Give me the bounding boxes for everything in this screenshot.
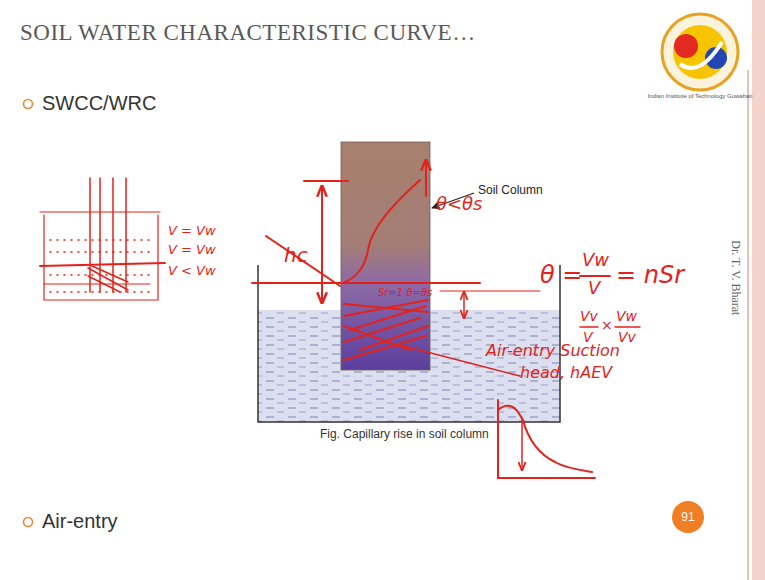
side-band [752,0,765,580]
handwritten-note: θ<θs [436,194,483,215]
handwritten-note: V = Vw [168,243,216,258]
side-rule [747,70,749,580]
handwritten-equation: Vv [580,308,598,324]
figure-label: Soil Column [478,184,543,198]
handwritten-equation: θ = [540,262,582,290]
handwritten-equation: Vw [582,250,609,271]
handwritten-equation: V [588,278,600,299]
handwritten-equation: Vw [616,308,637,324]
handwritten-equation: Vv [618,329,636,345]
page-number: 91 [681,510,694,524]
handwritten-note: V = Vw [168,224,216,239]
bullet [24,518,33,527]
handwritten-note: Sr=1 θ=θs [378,287,432,299]
handwritten-annotations [40,160,640,478]
soil-column [341,142,430,370]
figure-caption: Fig. Capillary rise in soil column [320,428,489,442]
logo-text: Indian Institute of Technology Guwahati [648,93,753,100]
handwritten-note: V < Vw [168,264,216,279]
page-number-circle: 91 [672,501,704,533]
handwritten-equation: = nSr [616,262,684,290]
slide-title: SOIL WATER CHARACTERISTIC CURVE… [20,20,476,46]
handwritten-equation: × [601,317,613,333]
handwritten-note: Air-entry Suction [486,342,620,360]
bullet-text: Air-entry [42,510,118,533]
handwritten-note: head, hAEV [520,364,612,382]
bullet-text: SWCC/WRC [42,92,156,115]
institute-logo [662,14,738,90]
bullet [24,100,33,109]
author-name: Dr. T. V. Bharat [729,240,743,315]
handwritten-symbol: hc [284,244,308,267]
